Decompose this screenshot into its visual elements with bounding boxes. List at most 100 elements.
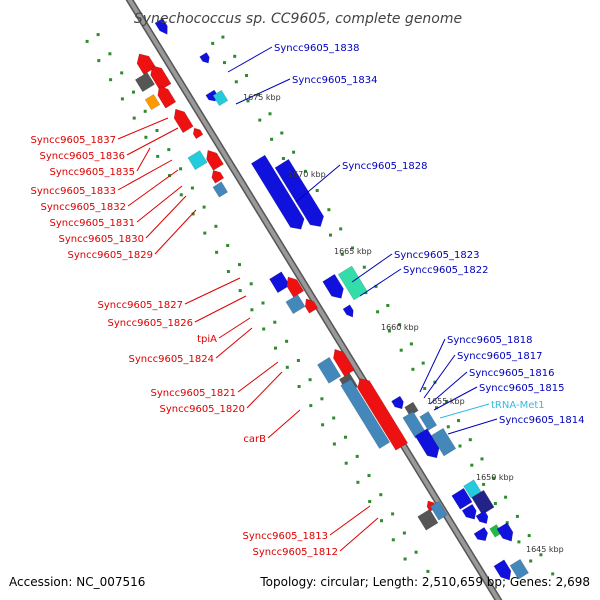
gene-feature[interactable]: [250, 154, 305, 230]
gene-feature[interactable]: [199, 52, 210, 64]
gene-feature[interactable]: [173, 108, 194, 134]
tick-mark: [414, 550, 418, 554]
gene-feature[interactable]: [509, 558, 529, 580]
gene-feature[interactable]: [473, 527, 488, 542]
gene-label[interactable]: carB: [243, 434, 266, 445]
gene-label[interactable]: Syncc9605_1828: [342, 161, 428, 172]
gene-label[interactable]: Syncc9605_1817: [457, 351, 543, 362]
gene-label[interactable]: Syncc9605_1815: [479, 383, 565, 394]
gene-label[interactable]: tpiA: [197, 334, 217, 345]
gene-feature[interactable]: [496, 522, 514, 542]
gene-feature[interactable]: [212, 89, 229, 107]
gene-feature[interactable]: [357, 378, 409, 451]
gene-label[interactable]: Syncc9605_1827: [98, 300, 184, 311]
tick-mark: [261, 301, 265, 305]
gene-feature[interactable]: [150, 65, 172, 91]
gene-label[interactable]: Syncc9605_1826: [108, 318, 194, 329]
tick-mark: [386, 304, 390, 307]
genome-summary: Topology: circular; Length: 2,510,659 bp…: [259, 575, 590, 589]
tick-mark: [458, 444, 462, 448]
gene-label[interactable]: Syncc9605_1836: [40, 151, 126, 162]
label-leader: [194, 295, 247, 323]
gene-label[interactable]: Syncc9605_1835: [50, 167, 136, 178]
tick-mark: [356, 480, 360, 484]
gene-feature[interactable]: [136, 53, 157, 75]
gene-feature[interactable]: [206, 149, 224, 171]
gene-label[interactable]: Syncc9605_1823: [394, 250, 480, 261]
gene-feature[interactable]: [322, 273, 344, 299]
gene-label[interactable]: Syncc9605_1838: [274, 43, 360, 54]
gene-feature[interactable]: [340, 378, 391, 449]
tick-mark: [120, 71, 124, 75]
gene-feature[interactable]: [451, 487, 473, 510]
map-title: Synechococcus sp. CC9605, complete genom…: [134, 11, 462, 27]
label-leader: [237, 361, 279, 393]
gene-feature[interactable]: [429, 500, 448, 521]
tick-mark: [340, 252, 344, 256]
gene-feature[interactable]: [493, 559, 512, 581]
gene-label[interactable]: Syncc9605_1813: [243, 531, 329, 542]
gene-label[interactable]: Syncc9605_1834: [292, 75, 378, 86]
tick-mark: [249, 282, 253, 286]
accession-label: Accession: NC_007516: [9, 575, 145, 589]
gene-feature[interactable]: [211, 170, 225, 184]
tick-mark: [120, 97, 124, 101]
tick-mark: [344, 435, 347, 439]
gene-label[interactable]: Syncc9605_1816: [469, 368, 555, 379]
gene-feature[interactable]: [391, 395, 404, 410]
tick-mark: [409, 342, 413, 346]
gene-feature[interactable]: [154, 18, 168, 35]
gene-label[interactable]: Syncc9605_1824: [129, 354, 215, 365]
gene-label[interactable]: Syncc9605_1837: [31, 135, 117, 146]
gene-label[interactable]: Syncc9605_1812: [253, 547, 339, 558]
label-leader: [235, 78, 291, 105]
tick-mark: [355, 454, 359, 458]
gene-feature[interactable]: [212, 181, 229, 198]
gene-label[interactable]: Syncc9605_1831: [50, 218, 136, 229]
gene-label[interactable]: Syncc9605_1818: [447, 335, 533, 346]
gene-label[interactable]: Syncc9605_1821: [151, 388, 237, 399]
gene-label[interactable]: Syncc9605_1829: [68, 250, 154, 261]
gene-feature[interactable]: [285, 294, 306, 315]
gene-feature[interactable]: [274, 158, 324, 227]
gene-feature[interactable]: [304, 298, 319, 314]
gene-label[interactable]: Syncc9605_1814: [499, 415, 585, 426]
tick-mark: [143, 109, 147, 113]
gene-feature[interactable]: [286, 276, 305, 298]
gene-feature[interactable]: [461, 503, 477, 520]
tick-mark: [402, 531, 406, 535]
gene-label[interactable]: Syncc9605_1832: [41, 202, 127, 213]
gene-feature[interactable]: [342, 304, 354, 318]
tick-mark: [221, 35, 225, 39]
gene-feature[interactable]: [475, 510, 489, 524]
gene-feature[interactable]: [337, 265, 368, 301]
gene-feature[interactable]: [269, 271, 291, 294]
tick-mark: [493, 502, 497, 505]
label-leader: [267, 409, 301, 439]
tick-mark: [234, 80, 238, 84]
gene-label[interactable]: Syncc9605_1822: [403, 265, 489, 276]
gene-feature[interactable]: [317, 356, 342, 384]
gene-label[interactable]: Syncc9605_1833: [31, 186, 117, 197]
gene-feature[interactable]: [419, 411, 438, 431]
gene-feature[interactable]: [144, 94, 161, 111]
gene-feature[interactable]: [414, 428, 440, 459]
gene-label[interactable]: Syncc9605_1820: [160, 404, 246, 415]
gene-feature[interactable]: [471, 489, 495, 515]
gene-feature[interactable]: [157, 85, 177, 109]
plus-strand-labels: Syncc9605_1838 Syncc9605_1834 Syncc9605_…: [274, 43, 585, 426]
tick-mark: [351, 246, 354, 250]
gene-feature[interactable]: [187, 150, 208, 171]
gene-label[interactable]: Syncc9605_1830: [59, 234, 145, 245]
gene-label[interactable]: tRNA-Met1: [491, 400, 545, 411]
gene-feature[interactable]: [417, 508, 439, 531]
gene-feature[interactable]: [333, 348, 355, 377]
gene-feature[interactable]: [134, 72, 155, 93]
tick-mark: [403, 557, 407, 561]
gene-feature[interactable]: [192, 127, 204, 140]
gene-feature[interactable]: [404, 401, 419, 417]
tick-mark: [226, 244, 230, 247]
gene-feature[interactable]: [430, 427, 457, 457]
tick-mark: [446, 425, 450, 429]
